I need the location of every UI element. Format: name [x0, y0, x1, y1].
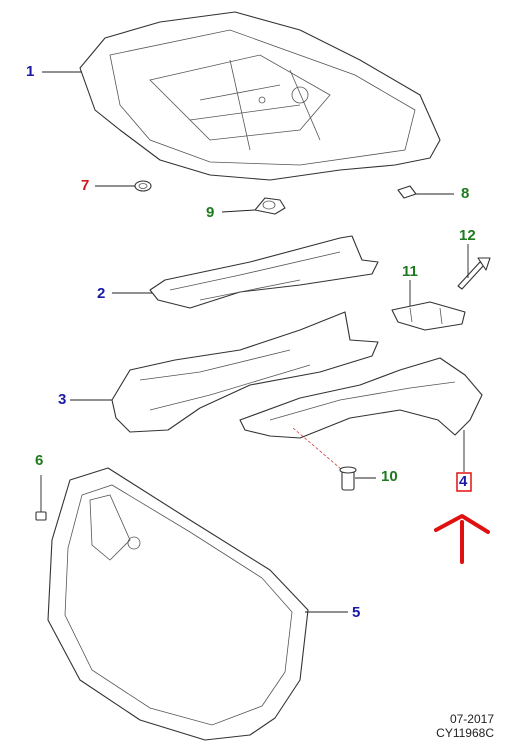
callout-1[interactable]: 1: [26, 63, 35, 80]
callout-12[interactable]: 12: [459, 227, 476, 244]
callout-10[interactable]: 10: [381, 468, 398, 485]
callout-11[interactable]: 11: [402, 263, 418, 280]
part-7-grommet[interactable]: [134, 180, 152, 192]
callout-6[interactable]: 6: [35, 452, 44, 469]
callout-3[interactable]: 3: [58, 391, 67, 408]
part-11-bracket[interactable]: [391, 301, 466, 331]
part-5-tank-tray[interactable]: [47, 467, 309, 741]
part-2-crossmember[interactable]: [149, 235, 379, 309]
part-12-bolt[interactable]: [457, 257, 491, 290]
part-3-side-member[interactable]: [111, 311, 379, 433]
callout-8[interactable]: 8: [461, 185, 470, 202]
callout-4-highlight-box: [456, 472, 472, 492]
part-8-clip[interactable]: [397, 185, 417, 199]
part-1-floor-pan[interactable]: [79, 11, 441, 181]
part-10-fastener[interactable]: [339, 466, 357, 491]
callout-5[interactable]: 5: [352, 604, 361, 621]
callout-9[interactable]: 9: [206, 204, 215, 221]
callout-7[interactable]: 7: [81, 177, 90, 194]
leader-lines: [42, 71, 469, 613]
callout-4[interactable]: 4: [459, 473, 468, 490]
part-9-bracket[interactable]: [254, 197, 286, 215]
footer-drawing-code: CY11968C: [436, 726, 494, 740]
callout-2[interactable]: 2: [97, 285, 106, 302]
red-arrow-indicator: [434, 514, 490, 564]
part-6-bolt[interactable]: [35, 475, 47, 521]
part-4-rear-rail[interactable]: [239, 357, 483, 476]
footer-date: 07-2017: [449, 712, 494, 726]
